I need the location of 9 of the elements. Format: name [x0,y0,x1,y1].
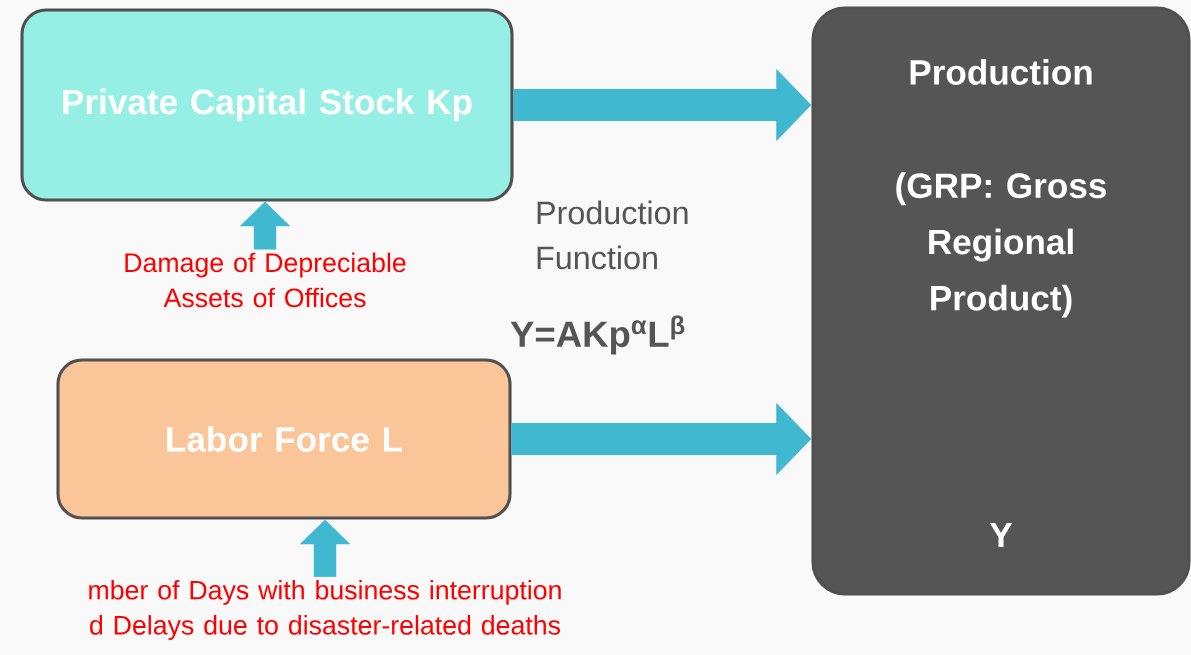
process-box: Labor Force L [56,358,512,520]
formula-text: Y=AKp$^{α}$L$^{β}$ [510,315,685,355]
annotation-text: mber of Days with business interruption d Delays due to disaster-related deaths [89,579,561,640]
function-label: Production Function [537,200,688,270]
annotation-text: Damage of Depreciable Assets of Offices [125,252,406,308]
box-text: Production [910,59,1092,85]
box-text: Y [989,522,1013,548]
box-text: (GRP: Gross Regional Product) [896,172,1106,318]
process-box: Private Capital Stock Kp [20,8,514,202]
